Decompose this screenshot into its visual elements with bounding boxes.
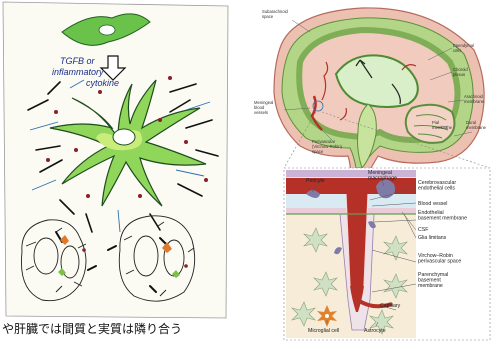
cerebellum (406, 105, 455, 143)
svg-text:TGFB or: TGFB or (60, 56, 96, 66)
svg-text:inflammatory: inflammatory (52, 67, 104, 77)
label-glia-limitans: Glia limitans (418, 235, 447, 241)
sketch-drawing: TGFB or inflammatory cytokine (0, 0, 250, 320)
caption: や肝臓では間質と実質は隣り合う (2, 320, 182, 337)
label-blood-vessel: Blood vessel (418, 201, 447, 207)
label-csf: CSF (418, 227, 428, 233)
sketch-panel: TGFB or inflammatory cytokine (0, 0, 250, 344)
svg-text:cytokine: cytokine (86, 78, 119, 88)
label-astrocyte: Astrocyte (364, 328, 386, 334)
label-capillary: Capillary (380, 303, 401, 309)
label-microglial-cell: Microglial cell (308, 328, 339, 334)
label-pericyte: Pericyte (306, 178, 325, 184)
